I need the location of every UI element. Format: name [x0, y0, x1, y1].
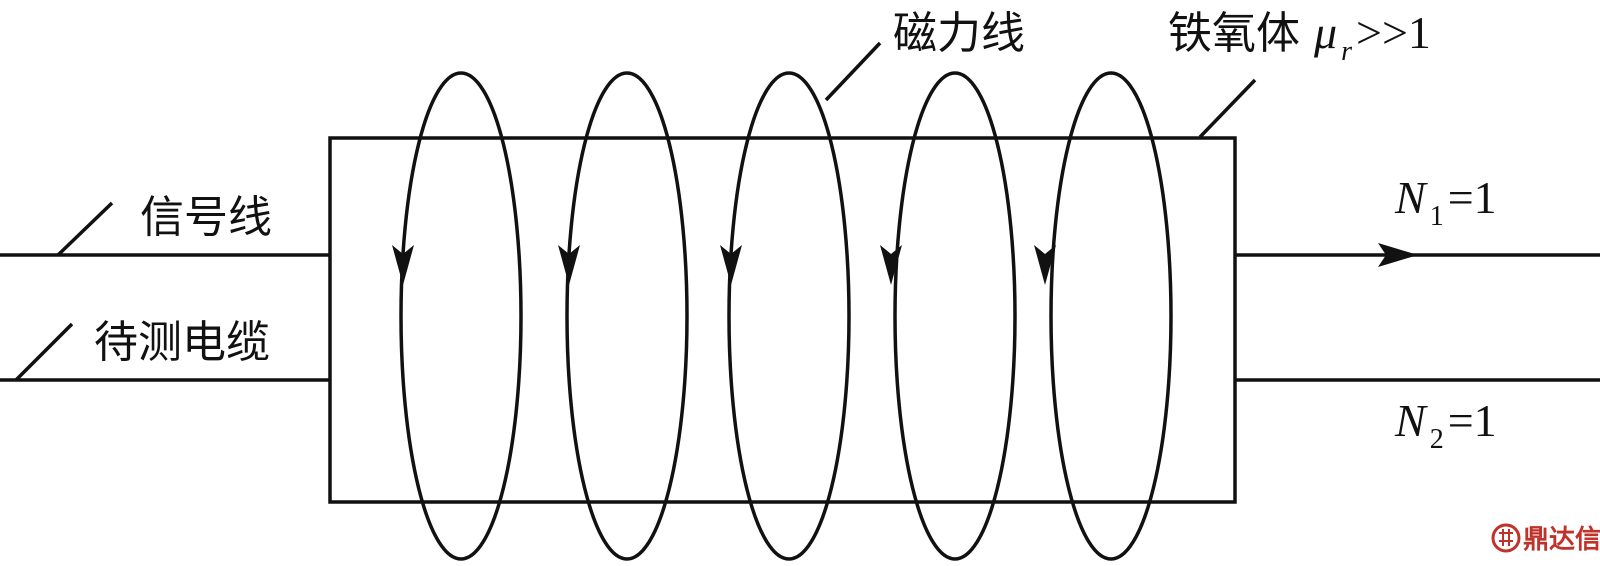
leader-cable [14, 322, 74, 382]
label-ferrite: 铁氧体 μ r >>1 [1168, 7, 1431, 67]
label-n1-symbol: N [1394, 172, 1428, 223]
leader-ferrite [1198, 78, 1257, 139]
label-cable-under-test: 待测电缆 [94, 317, 270, 368]
label-n1-value: =1 [1448, 172, 1497, 223]
label-ferrite-mu-sub: r [1341, 36, 1352, 67]
watermark-emblem-icon [1491, 523, 1521, 553]
field-loop-5 [1034, 71, 1173, 561]
leader-field-lines [824, 41, 882, 102]
label-n1-sub: 1 [1430, 201, 1444, 232]
label-signal-line: 信号线 [140, 192, 272, 243]
field-loop-1 [392, 71, 523, 561]
label-ferrite-mu: μ [1313, 7, 1337, 58]
label-n2-symbol: N [1394, 395, 1428, 446]
label-ferrite-text: 铁氧体 [1168, 8, 1300, 59]
ferrite-core [328, 136, 1237, 504]
label-n2-value: =1 [1448, 395, 1497, 446]
leader-signal-line [56, 201, 114, 257]
label-ferrite-ratio: >>1 [1356, 7, 1431, 58]
label-n2-sub: 2 [1430, 424, 1444, 455]
label-n2: N 2 =1 [1394, 395, 1497, 455]
current-direction-arrow [1378, 243, 1418, 267]
label-field-lines: 磁力线 [893, 8, 1025, 59]
watermark-logo: 鼎达信 [1491, 523, 1600, 555]
field-loop-2 [558, 71, 689, 561]
label-n1: N 1 =1 [1394, 172, 1497, 232]
watermark-text: 鼎达信 [1523, 525, 1600, 555]
field-loop-3 [720, 71, 851, 561]
field-loop-4 [880, 71, 1017, 561]
